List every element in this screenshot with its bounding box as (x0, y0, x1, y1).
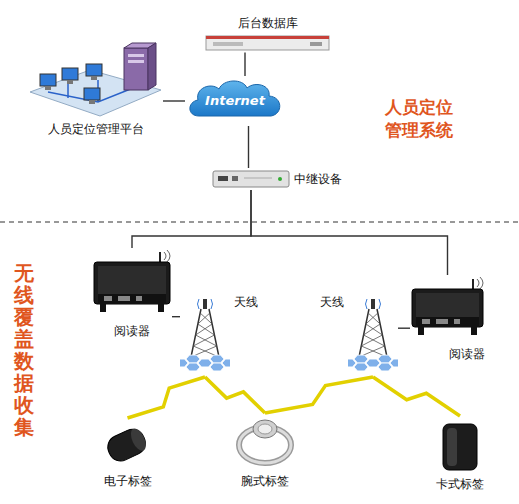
separator-line (0, 221, 519, 222)
node-label: 阅读器 (114, 324, 150, 338)
device-node: 天线 (180, 295, 258, 375)
wireless-link (128, 377, 206, 418)
db-icon (205, 34, 330, 52)
reader-icon (92, 248, 172, 320)
network-line (132, 190, 251, 248)
device-node: 人员定位管理平台 (28, 40, 163, 136)
node-label: 中继设备 (294, 172, 342, 186)
device-node: 电子标签 (100, 420, 155, 488)
network-line (172, 316, 180, 317)
network-line (251, 190, 448, 275)
device-node: 阅读器 (92, 248, 172, 338)
node-label: Internet (205, 93, 265, 109)
device-node: 阅读器 (410, 275, 485, 361)
network-cloud: Internet (185, 76, 285, 126)
system-title: 人员定位管理系统 (382, 96, 455, 142)
node-label: 阅读器 (449, 347, 485, 361)
relay-icon (212, 168, 290, 190)
node-label: 后台数据库 (238, 16, 298, 30)
platform-icon (28, 40, 163, 118)
network-line (248, 126, 249, 168)
wireless-link (373, 377, 460, 416)
device-node: 中继设备 (212, 168, 342, 190)
antenna-icon (180, 295, 230, 375)
node-label: 腕式标签 (241, 474, 289, 488)
network-line (163, 100, 185, 101)
network-line (398, 327, 410, 328)
node-label: 天线 (234, 295, 258, 309)
etag-icon (100, 420, 155, 470)
node-label: 卡式标签 (436, 477, 484, 491)
device-node: 天线 (320, 295, 398, 375)
ctag-icon (435, 418, 485, 473)
antenna-icon (348, 295, 398, 375)
wireless-link (265, 377, 373, 413)
node-label: 人员定位管理平台 (48, 122, 144, 136)
wtag-icon (235, 415, 295, 470)
reader-icon (410, 275, 485, 343)
node-label: 电子标签 (104, 474, 152, 488)
device-node: 卡式标签 (435, 418, 485, 491)
device-node: 后台数据库 (205, 16, 330, 52)
node-label: 天线 (320, 295, 344, 309)
device-node: 腕式标签 (235, 415, 295, 488)
wireless-link (205, 377, 265, 413)
network-line (244, 52, 245, 76)
vertical-title: 无线覆盖数据收集 (14, 262, 34, 438)
